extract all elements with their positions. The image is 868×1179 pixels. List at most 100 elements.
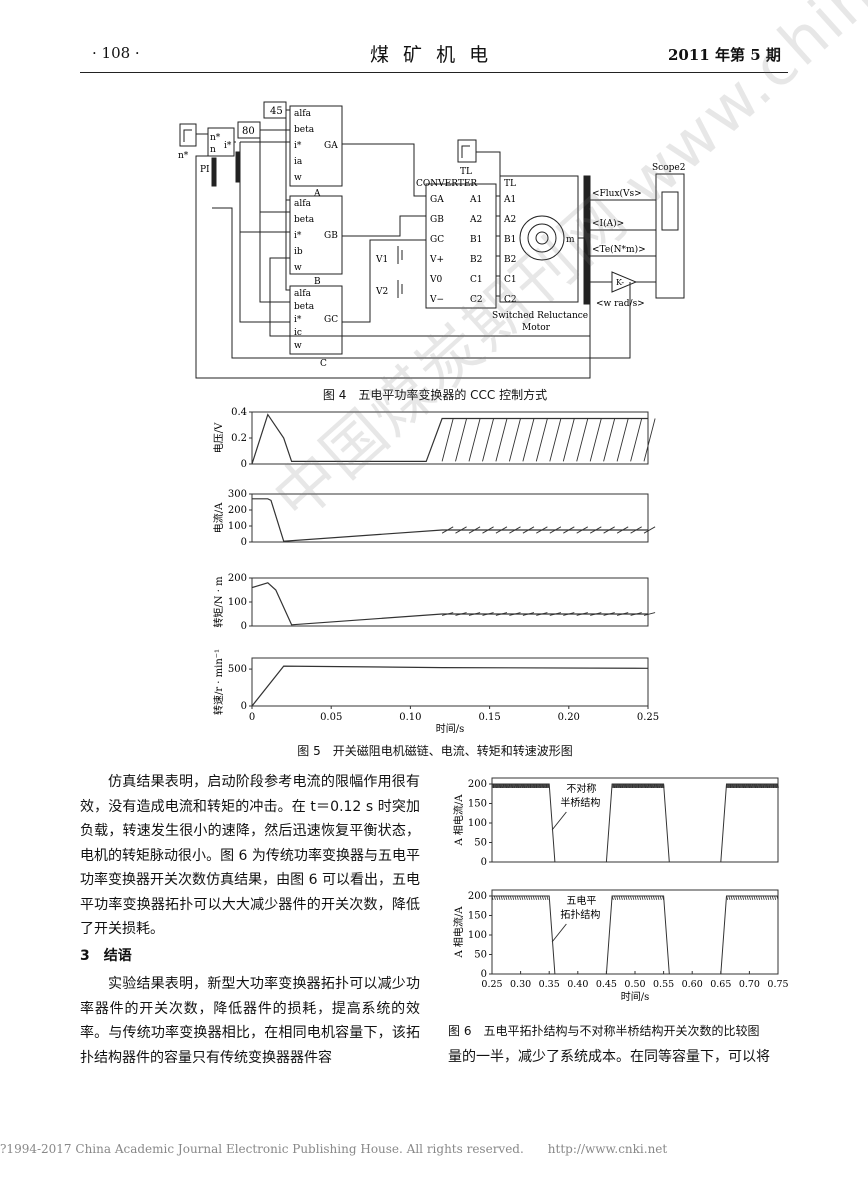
block-a-label: A: [313, 189, 321, 199]
fig6-xlabel: 时间/s: [621, 990, 650, 1003]
scope-label: Scope2: [652, 163, 685, 173]
fig5-ripple: [441, 526, 656, 534]
n-in-label: n: [210, 145, 216, 155]
conv-out-b2: B2: [470, 255, 482, 265]
fig5-panel-frame: [251, 577, 649, 627]
gc-port-istar: i*: [294, 315, 302, 325]
conv-in-v0: V0: [429, 275, 442, 285]
motor-in-c2: C2: [504, 295, 517, 305]
gb-port-beta: beta: [294, 215, 315, 225]
fig5-ytick-label: 100: [228, 597, 247, 608]
fig5-ytick-label: 0: [241, 459, 247, 470]
fig6-ylabel: A 相电流/A: [452, 794, 465, 847]
fig6-ytick-label: 100: [468, 818, 487, 829]
fig5-ytick-label: 0: [241, 537, 247, 548]
header-rule: [80, 72, 788, 73]
fig6-annotation-arrow: [551, 811, 567, 831]
fig6-ripple: [726, 895, 779, 901]
fig6-xtick-label: 0.60: [682, 979, 703, 990]
motor-name-line1: Switched Reluctance: [492, 311, 588, 321]
motor-in-b1: B1: [504, 235, 516, 245]
fig6-ripple: [491, 895, 549, 901]
journal-name: 煤 矿 机 电: [370, 44, 493, 66]
block-b-label: B: [314, 277, 321, 287]
fig6-xtick-label: 0.35: [539, 979, 560, 990]
ga-port-ia: ia: [294, 157, 303, 167]
conv-in-gb: GB: [430, 215, 444, 225]
conv-out-a2: A2: [469, 215, 482, 225]
copyright-footer: ?1994-2017 China Academic Journal Electr…: [0, 1142, 668, 1156]
fig5-xlabel: 时间/s: [436, 722, 465, 735]
fig6-ripple: [491, 783, 550, 788]
fig6-ripple: [726, 783, 779, 788]
v2-label: V2: [375, 287, 388, 297]
fig6-xtick-label: 0.55: [653, 979, 674, 990]
bus-flux: <Flux(Vs>: [592, 188, 642, 199]
fig5-xtick-label: 0.20: [558, 712, 580, 723]
tl-source-label: TL: [460, 167, 472, 177]
gc-port-w: w: [294, 341, 302, 351]
istar-out-label: i*: [224, 141, 232, 151]
fig6-xtick-label: 0.65: [710, 979, 731, 990]
fig5-ylabel: 电压/V: [212, 422, 225, 453]
nstar-in-label: n*: [210, 133, 221, 143]
gb-port-alfa: alfa: [294, 199, 312, 209]
gb-port-ib: ib: [294, 247, 303, 257]
fig5-ytick-label: 200: [228, 505, 247, 516]
fig5-ytick-label: 500: [228, 664, 247, 675]
section-3-heading: 3 结语: [80, 948, 132, 964]
fig6-xtick-label: 0.50: [624, 979, 645, 990]
v1-label: V1: [375, 255, 388, 265]
fig6-ytick-label: 200: [468, 779, 487, 790]
motor-in-c1: C1: [504, 275, 517, 285]
fig6-ytick-label: 150: [468, 911, 487, 922]
gb-name: GB: [324, 231, 338, 241]
fig5-ylabel: 电流/A: [212, 502, 225, 533]
fig5-xtick-label: 0.15: [478, 712, 500, 723]
gc-name: GC: [324, 315, 338, 325]
fig6-ytick-label: 0: [481, 857, 487, 868]
paragraph-1-text: 仿真结果表明，启动阶段参考电流的限幅作用很有效，没有造成电流和转矩的冲击。在 t…: [80, 774, 420, 937]
paragraph-3-text: 量的一半，减少了系统成本。在同等容量下，可以将: [448, 1049, 770, 1065]
ga-port-w: w: [294, 173, 302, 183]
conv-in-vplus: V+: [429, 255, 444, 265]
fig5-xtick-label: 0.10: [399, 712, 421, 723]
motor-in-tl: TL: [504, 179, 516, 189]
fig5-series-line: [251, 665, 649, 707]
fig6-caption: 图 6 五电平拓扑结构与不对称半桥结构开关次数的比较图: [448, 1024, 760, 1038]
const-80: 80: [242, 126, 255, 137]
fig5-ytick-label: 200: [228, 573, 247, 584]
body-paragraph-1: 仿真结果表明，启动阶段参考电流的限幅作用很有效，没有造成电流和转矩的冲击。在 t…: [80, 770, 420, 942]
block-c-label: C: [320, 359, 327, 369]
body-paragraph-3: 量的一半，减少了系统成本。在同等容量下，可以将: [448, 1045, 788, 1070]
conv-out-b1: B1: [470, 235, 482, 245]
motor-in-a1: A1: [503, 195, 516, 205]
fig5-ylabel: 转速/r · min⁻¹: [212, 649, 225, 715]
fig6-series-line: [492, 783, 778, 863]
conv-in-ga: GA: [430, 195, 444, 205]
fig5-ytick-label: 0.4: [231, 407, 247, 418]
ga-name: GA: [324, 141, 338, 151]
fig5-panel-frame: [251, 493, 649, 543]
conv-out-a1: A1: [469, 195, 482, 205]
fig6-xtick-label: 0.30: [510, 979, 531, 990]
fig5-series-line: [251, 582, 648, 626]
fig6-xtick-label: 0.70: [739, 979, 760, 990]
fig6-annotation-line2: 拓扑结构: [560, 908, 600, 921]
gc-port-beta: beta: [294, 302, 315, 312]
fig6-xtick-label: 0.75: [767, 979, 788, 990]
fig5-ytick-label: 0.2: [231, 433, 247, 444]
fig6-xtick-label: 0.40: [567, 979, 588, 990]
body-paragraph-2: 实验结果表明，新型大功率变换器拓扑可以减少功率器件的开关次数，降低器件的损耗，提…: [80, 972, 420, 1070]
fig5-ripple: [441, 418, 656, 462]
fig5-xtick-label: 0: [249, 712, 255, 723]
conv-out-c1: C1: [470, 275, 483, 285]
issue-label: 2011 年第 5 期: [668, 46, 781, 64]
fig5-panel-frame: [251, 657, 649, 707]
fig5-ylabel: 转矩/N · m: [212, 576, 225, 628]
motor-m-port: m: [566, 235, 575, 245]
page-number: · 108 ·: [92, 44, 140, 62]
ga-port-alfa: alfa: [294, 109, 312, 119]
